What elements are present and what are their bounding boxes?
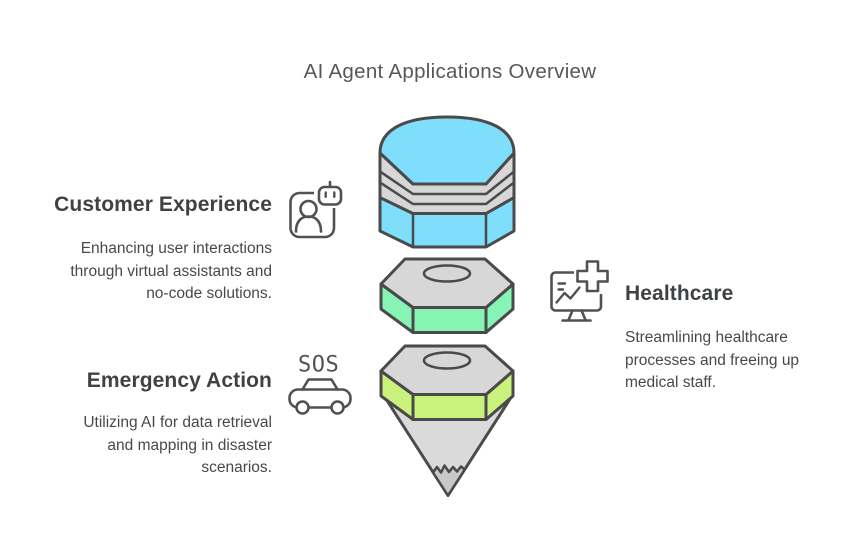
nut-side-front [411, 306, 488, 334]
monitor-stand-leg [567, 309, 574, 322]
sos-label: SOS [298, 353, 339, 378]
user-robot-icon [289, 180, 346, 239]
emergency-action-heading: Emergency Action [86, 369, 272, 392]
medical-cross [576, 260, 609, 293]
hex-nut-middle [379, 257, 515, 334]
car-wheel [330, 400, 345, 415]
nut-hole [422, 351, 472, 370]
description-line: processes and freeing up [625, 351, 800, 369]
nut-top-face [379, 344, 515, 396]
monitor-stand-leg [580, 309, 587, 322]
person-head [299, 199, 318, 219]
eraser-cap [378, 115, 516, 186]
card-frame [289, 191, 336, 239]
healthcare-description: Streamlining healthcare processes and fr… [625, 327, 845, 395]
ferrule-stripe [379, 181, 515, 206]
pencil-tip-lead [431, 464, 466, 497]
chart-line [555, 286, 581, 304]
person-shoulders [294, 215, 323, 233]
description-line: Streamlining healthcare [625, 329, 788, 346]
car-body [288, 388, 352, 409]
description-line: no-code solutions. [146, 285, 272, 302]
customer-experience-heading: Customer Experience [54, 193, 272, 216]
car-cabin [301, 378, 339, 391]
healthcare-heading: Healthcare [625, 282, 734, 305]
nut-hole [422, 264, 472, 283]
page-title: AI Agent Applications Overview [303, 60, 597, 83]
robot-head [317, 185, 343, 206]
description-line: Enhancing user interactions [80, 240, 272, 257]
description-line: and mapping in disaster [107, 436, 272, 454]
description-line: through virtual assistants and [70, 262, 272, 280]
nut-top-face [379, 257, 515, 309]
hex-nut-bottom [379, 344, 515, 421]
pencil-top-section [378, 115, 516, 249]
emergency-action-description: Utilizing AI for data retrieval and mapp… [30, 412, 272, 480]
sos-car-icon: SOS [288, 353, 352, 415]
car-wheel [295, 400, 310, 415]
description-line: scenarios. [201, 459, 272, 476]
customer-experience-description: Enhancing user interactions through virt… [20, 238, 272, 306]
monitor-medical-cross-icon [550, 258, 611, 322]
ferrule-stripe [379, 170, 515, 196]
nut-side-front [411, 393, 488, 421]
description-line: Utilizing AI for data retrieval [83, 414, 272, 431]
description-line: medical staff. [625, 374, 717, 391]
deconstructed-pencil-illustration [378, 115, 516, 497]
